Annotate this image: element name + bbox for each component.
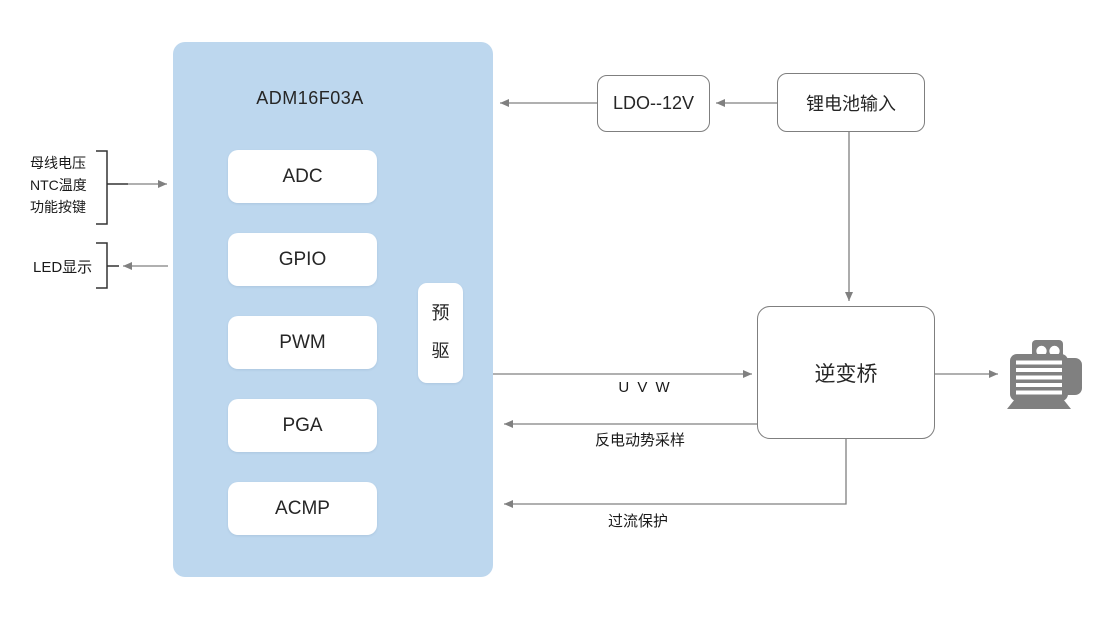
mcu-title: ADM16F03A	[256, 88, 364, 108]
input-signal-label: NTC温度	[30, 177, 87, 193]
predriver-label: 预驱	[431, 303, 450, 361]
mcu-sub-block-label: GPIO	[278, 248, 327, 270]
mcu-sub-block-acmp: ACMP	[228, 482, 377, 535]
input-signal-group: 母线电压 NTC温度 功能按键	[30, 152, 100, 218]
mcu-sub-block-adc: ADC	[228, 150, 377, 203]
mcu-sub-block-pwm: PWM	[228, 316, 377, 369]
inverter-bridge-label: 逆变桥	[814, 362, 878, 386]
mcu-sub-block-label: ACMP	[275, 497, 330, 519]
predriver-block: 预驱	[418, 283, 463, 383]
mcu-sub-block-label: PWM	[279, 331, 326, 353]
motor-icon	[1007, 340, 1082, 409]
back-emf-sampling-label: 反电动势采样	[594, 432, 685, 449]
mcu-sub-block-label: PGA	[282, 414, 323, 436]
overcurrent-protection-label: 过流保护	[607, 513, 668, 530]
mcu-sub-block-label: ADC	[282, 165, 323, 187]
led-bracket	[96, 242, 108, 289]
inverter-bridge-block: 逆变桥	[757, 306, 935, 439]
mcu-sub-block-gpio: GPIO	[228, 233, 377, 286]
uvw-signal-label: U V W	[618, 379, 672, 396]
input-signal-label: 功能按键	[30, 199, 86, 215]
battery-input-label: 锂电池输入	[806, 93, 896, 114]
battery-input-block: 锂电池输入	[777, 73, 925, 132]
mcu-sub-block-pga: PGA	[228, 399, 377, 452]
ldo-label: LDO--12V	[612, 93, 695, 113]
input-signal-label: 母线电压	[30, 155, 86, 171]
led-display-label: LED显示	[33, 259, 93, 276]
ldo-block: LDO--12V	[597, 75, 710, 132]
